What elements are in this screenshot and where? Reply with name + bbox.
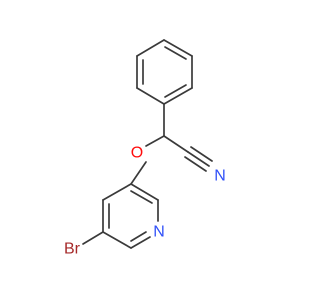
nitrile-triple-bond [184, 146, 213, 172]
bond-phenyl-inner-1 [164, 46, 187, 60]
bond-pyridine-3 [102, 231, 132, 249]
bond-ch-to-nitrile-carbon [163, 135, 189, 153]
bond-oxygen-to-pyridine [130, 161, 147, 185]
triple-bond-line-1 [187, 151, 210, 167]
bond-phenyl-6 [136, 39, 165, 57]
bond-pyridine-6 [130, 183, 159, 201]
triple-bond-line-2 [190, 146, 213, 162]
triple-bond-line-3 [184, 156, 207, 172]
bond-phenyl-inner-2 [164, 84, 187, 98]
bond-phenyl-1 [163, 39, 193, 57]
bond-ch-to-oxygen [145, 135, 165, 147]
bond-pyridine-4 [130, 236, 151, 249]
bond-phenyl-4 [136, 87, 165, 105]
molecule-structure-diagram: O N N Br [64, 39, 226, 258]
atom-pyridine-nitrogen: N [153, 224, 165, 241]
atom-oxygen: O [131, 145, 143, 162]
atom-bromine: Br [64, 241, 81, 258]
bond-pyridine-inner-2 [130, 231, 147, 242]
bond-phenyl-3 [163, 87, 193, 105]
bond-pyridine-1 [102, 183, 132, 201]
bond-pyridine-inner-3 [130, 190, 153, 204]
phenyl-ring [136, 39, 193, 105]
atom-nitrile-nitrogen: N [214, 168, 226, 185]
bond-pyridine-to-bromine [82, 231, 104, 245]
pyridine-ring [102, 183, 159, 249]
